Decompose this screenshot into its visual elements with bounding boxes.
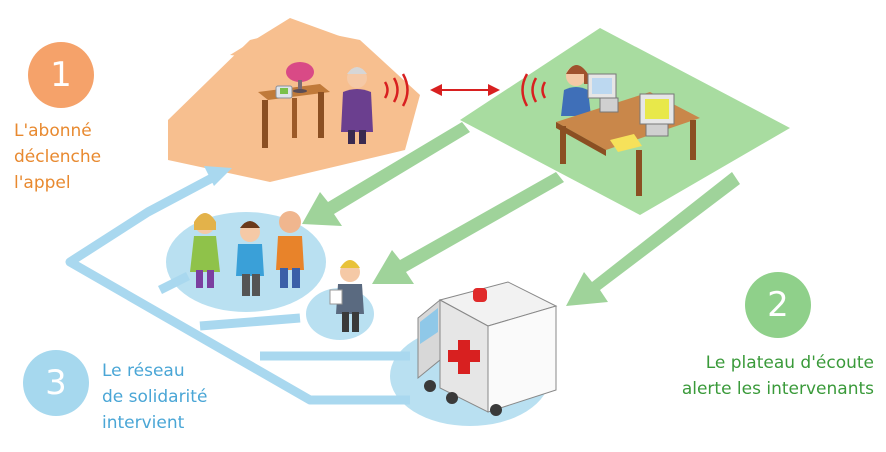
alert-arrows [302,122,740,306]
step-2-badge: 2 [745,272,811,338]
network-arrow-to-house [204,166,232,186]
house-roof [230,18,356,62]
doctor-person [329,260,364,332]
network-paths [65,174,410,405]
subscriber-table [258,62,330,148]
step-2-label: Le plateau d'écoute alerte les intervena… [681,353,874,399]
operator-person [561,65,591,116]
phone-base-icon [275,85,293,99]
neighbour-woman [190,213,220,288]
alert-arrow-to-network [302,122,470,226]
red-cross-icon [448,340,480,374]
lamp-icon [286,62,314,93]
step-3-badge: 3 [23,350,89,416]
neighbour-man [236,221,264,296]
computer-icon [587,73,619,113]
neighbour-bald-man [276,211,304,288]
step-3-label: Le réseau de solidarité intervient [102,361,208,433]
call-center-signal-icon [521,73,547,107]
alert-arrow-to-doctor [372,172,564,284]
operator-desk [556,73,700,196]
call-link-arrow [430,84,500,96]
computer-icon [639,93,675,137]
ambulance-icon [417,281,558,416]
alert-arrow-to-ambulance [566,172,740,306]
subscriber-signal-icon [383,73,409,107]
siren-icon [473,288,487,302]
step-1-label: L'abonné déclenche l'appel [14,121,102,193]
subscriber-person [341,67,373,144]
step-1-badge: 1 [28,42,94,108]
